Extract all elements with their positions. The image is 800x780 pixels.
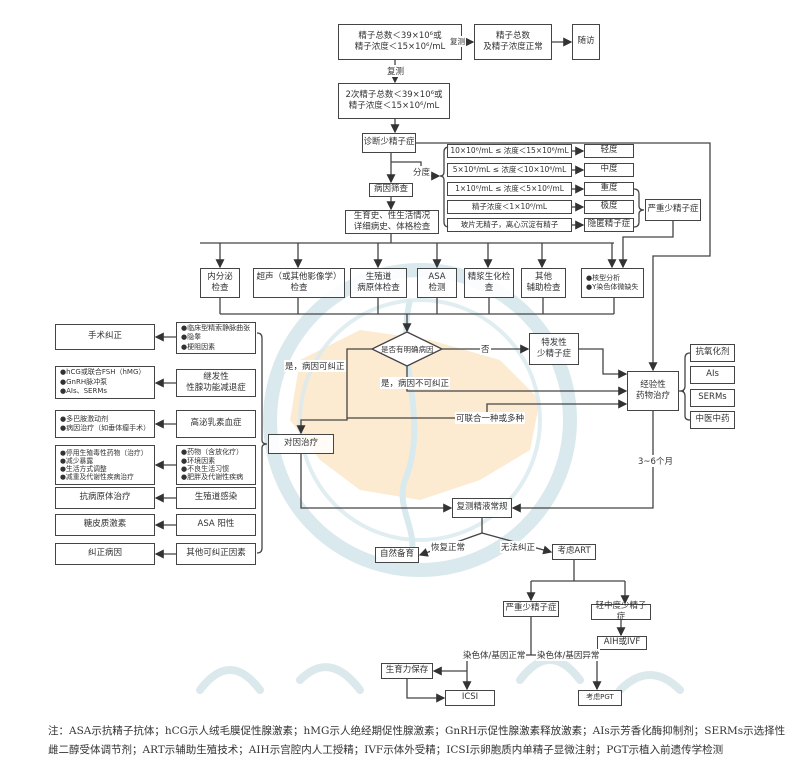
consider-pgt-box: 考虑PGT bbox=[578, 690, 622, 706]
footnote: 注：ASA示抗精子抗体；hCG示人绒毛膜促性腺激素；hMG示人绝经期促性腺激素；… bbox=[48, 725, 786, 756]
severe-oligo-art-box: 严重少精子症 bbox=[503, 601, 559, 617]
grade-criterion: 10×10⁶/mL ≤ 浓度＜15×10⁶/mL bbox=[447, 144, 572, 158]
treatment-box: ●hCG或联合FSH（hMG） ●GnRH脉冲泵 ●AIs、SERMs bbox=[55, 366, 155, 399]
follow-up-box: 随访 bbox=[572, 24, 600, 60]
exam-pathogen: 生殖道 病原体检查 bbox=[350, 268, 407, 298]
consider-art-box: 考虑ART bbox=[552, 544, 596, 560]
decision-question: 是否有明确病因 bbox=[381, 345, 434, 354]
exam-asa: ASA 检测 bbox=[417, 268, 457, 298]
grade-criterion: 玻片无精子，离心沉淀有精子 bbox=[447, 218, 572, 232]
duration-label: 3~6个月 bbox=[637, 455, 674, 467]
cause-box: 其他可纠正因素 bbox=[176, 543, 256, 565]
cause-box: 高泌乳素血症 bbox=[176, 410, 256, 438]
grade-criterion: 5×10⁶/mL ≤ 浓度＜10×10⁶/mL bbox=[447, 163, 572, 177]
grade-result: 重度 bbox=[584, 182, 634, 196]
exam-other: 其他 辅助检查 bbox=[521, 268, 566, 298]
exam-seminal-biochem: 精浆生化检 查 bbox=[464, 268, 514, 298]
cause-box: ●临床型精索静脉曲张 ●隐睾 ●梗阻因素 bbox=[176, 322, 256, 354]
grading-label: 分度 bbox=[412, 166, 432, 178]
decision-diamond bbox=[370, 331, 444, 367]
diagnosis-box: 诊断少精子症 bbox=[362, 133, 416, 153]
grade-criterion: 1×10⁶/mL ≤ 浓度＜5×10⁶/mL bbox=[447, 182, 572, 196]
drug-serms: SERMs bbox=[690, 389, 735, 407]
cause-box: ●药物（含放化疗） ●环境因素 ●不良生活习惯 ●肥胖及代谢性疾病 bbox=[176, 445, 256, 485]
cause-box: ASA 阳性 bbox=[176, 514, 256, 536]
normal-result-box: 精子总数 及精子浓度正常 bbox=[474, 24, 552, 60]
mild-moderate-box: 轻中度少精子症 bbox=[591, 601, 651, 622]
cause-box: 继发性 性腺功能减退症 bbox=[176, 369, 256, 397]
treatment-box: 手术纠正 bbox=[55, 324, 155, 350]
retest-semen-box: 复测精液常规 bbox=[452, 498, 512, 518]
natural-conception-box: 自然备育 bbox=[375, 547, 419, 563]
icsi-box: ICSI bbox=[445, 690, 495, 706]
grade-result: 轻度 bbox=[584, 144, 634, 158]
etiology-screen-box: 病因筛查 bbox=[369, 183, 413, 197]
treatment-box: ●多巴胺激动剂 ●病因治疗（如垂体瘤手术） bbox=[55, 410, 155, 438]
recovered-label: 恢复正常 bbox=[430, 541, 467, 553]
exam-genetic: ●核型分析 ●Y染色体微缺失 bbox=[581, 268, 644, 298]
grade-result: 中度 bbox=[584, 163, 634, 177]
combine-label: 可联合一种或多种 bbox=[455, 412, 526, 424]
grade-criterion: 精子浓度＜1×10⁶/mL bbox=[447, 200, 572, 214]
grade-result: 极度 bbox=[584, 200, 634, 214]
retest-label: 复测 bbox=[449, 36, 466, 47]
treatment-box: ●停用生殖毒性药物（治疗） ●减少暴露 ●生活方式调整 ●减重及代谢性疾病治疗 bbox=[55, 445, 155, 485]
drug-tcm: 中医中药 bbox=[690, 411, 735, 429]
retest-label-down: 复测 bbox=[386, 65, 406, 77]
treatment-box: 抗病原体治疗 bbox=[55, 487, 155, 509]
history-exam-box: 生育史、性生活情况 详细病史、体格检查 bbox=[345, 210, 439, 234]
empirical-treatment-box: 经验性 药物治疗 bbox=[627, 371, 679, 411]
severe-oligo-box: 严重少精子症 bbox=[645, 199, 701, 221]
treatment-box: 糖皮质激素 bbox=[55, 514, 155, 536]
yes-not-correctable-label: 是，病因不可纠正 bbox=[380, 377, 451, 389]
chromosome-abnormal-label: 染色体/基因异常 bbox=[536, 649, 601, 661]
drug-antioxidant: 抗氧化剂 bbox=[690, 344, 735, 362]
uncorrectable-label: 无法纠正 bbox=[500, 541, 537, 553]
exam-ultrasound: 超声（或其他影像学） 检查 bbox=[253, 268, 345, 298]
chromosome-normal-label: 染色体/基因正常 bbox=[462, 649, 527, 661]
treatment-box: 纠正病因 bbox=[55, 543, 155, 565]
fertility-preservation-box: 生育力保存 bbox=[381, 663, 433, 679]
aih-ivf-box: AIH或IVF bbox=[597, 636, 647, 650]
second-semen-box: 2次精子总数＜39×10⁶或 精子浓度＜15×10⁶/mL bbox=[338, 83, 450, 119]
drug-ais: AIs bbox=[690, 366, 735, 384]
causal-treatment-box: 对因治疗 bbox=[268, 434, 334, 454]
no-label: 否 bbox=[480, 343, 491, 355]
initial-semen-box: 精子总数＜39×10⁶或 精子浓度＜15×10⁶/mL bbox=[338, 24, 462, 60]
idiopathic-box: 特发性 少精子症 bbox=[529, 333, 579, 365]
grade-result: 隐匿精子症 bbox=[584, 218, 634, 232]
cause-box: 生殖道感染 bbox=[176, 487, 256, 509]
yes-correctable-label: 是，病因可纠正 bbox=[284, 360, 346, 372]
exam-endocrine: 内分泌 检查 bbox=[200, 268, 240, 298]
